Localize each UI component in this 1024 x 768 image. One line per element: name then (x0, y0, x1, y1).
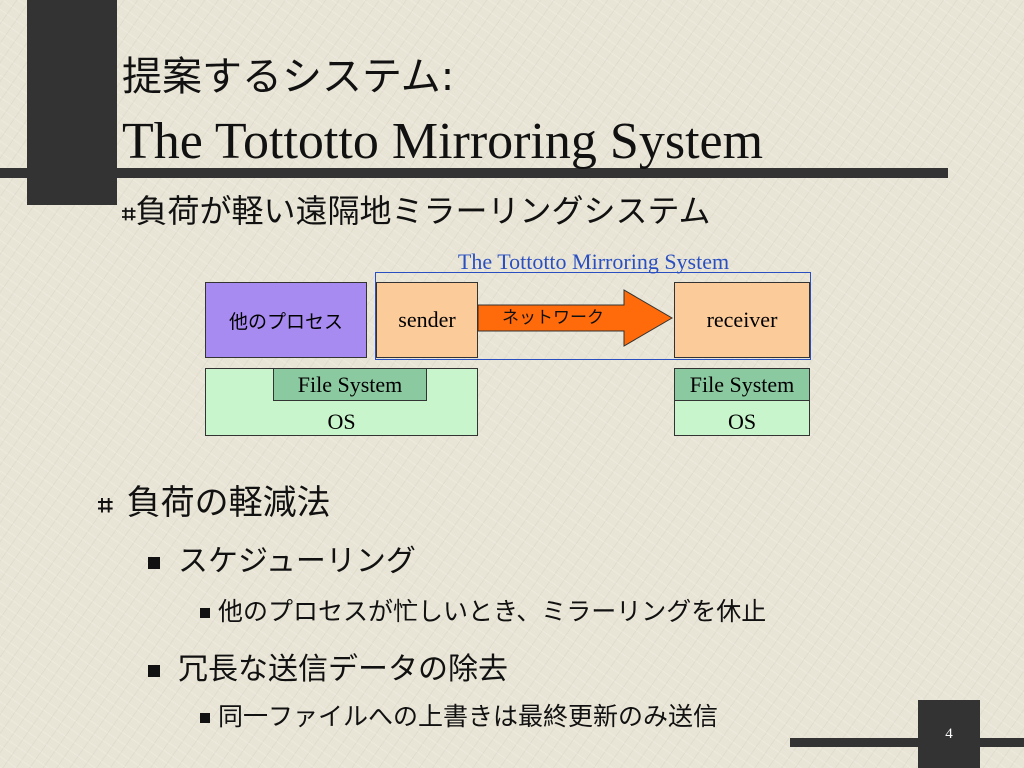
network-arrow-icon (478, 289, 673, 347)
os-label-left: OS (327, 409, 356, 434)
file-system-box-left: File System (273, 368, 427, 401)
slide-title-line1: 提案するシステム: (122, 54, 455, 100)
decorative-bar-bottom-right (918, 700, 980, 768)
network-label: ネットワーク (502, 308, 604, 328)
subtitle-text: 負荷が軽い遠隔地ミラーリングシステム (135, 192, 711, 230)
bullet-text: 他のプロセスが忙しいとき、ミラーリングを休止 (218, 597, 767, 626)
square-bullet-icon (200, 608, 210, 618)
square-bullet-icon (148, 556, 160, 569)
slide-title-line2: The Tottotto Mirroring System (122, 113, 764, 170)
bullet-text: 同一ファイルへの上書きは最終更新のみ送信 (218, 702, 719, 731)
sender-box: sender (376, 282, 478, 358)
receiver-box: receiver (674, 282, 810, 358)
file-system-box-right: File System (674, 368, 810, 401)
bullet-text: スケジューリング (178, 544, 416, 579)
bullet-marker-icon: ⌗ (122, 200, 136, 228)
page-number: 4 (945, 726, 953, 742)
decorative-line-bottom-right (790, 738, 1024, 747)
bullet-scheduling: スケジューリング (148, 536, 416, 580)
bullet-text: 冗長な送信データの除去 (178, 652, 508, 687)
bullet-text: 負荷の軽減法 (126, 483, 331, 523)
bullet-scheduling-detail: 他のプロセスが忙しいとき、ミラーリングを休止 (200, 592, 766, 628)
bullet-redundancy-detail: 同一ファイルへの上書きは最終更新のみ送信 (200, 697, 718, 733)
square-bullet-icon (148, 664, 160, 677)
bullet-load-reduction: ⌗ 負荷の軽減法 (98, 475, 331, 524)
title-divider-line (0, 168, 948, 178)
square-bullet-icon (200, 713, 210, 723)
other-process-box: 他のプロセス (205, 282, 367, 358)
bullet-marker-icon: ⌗ (98, 491, 113, 521)
diagram-caption: The Tottotto Mirroring System (457, 249, 730, 274)
system-boundary-outline (375, 272, 811, 360)
bullet-redundancy: 冗長な送信データの除去 (148, 644, 508, 688)
subtitle-bullet: ⌗負荷が軽い遠隔地ミラーリングシステム (122, 186, 711, 232)
os-label-right: OS (727, 409, 757, 434)
